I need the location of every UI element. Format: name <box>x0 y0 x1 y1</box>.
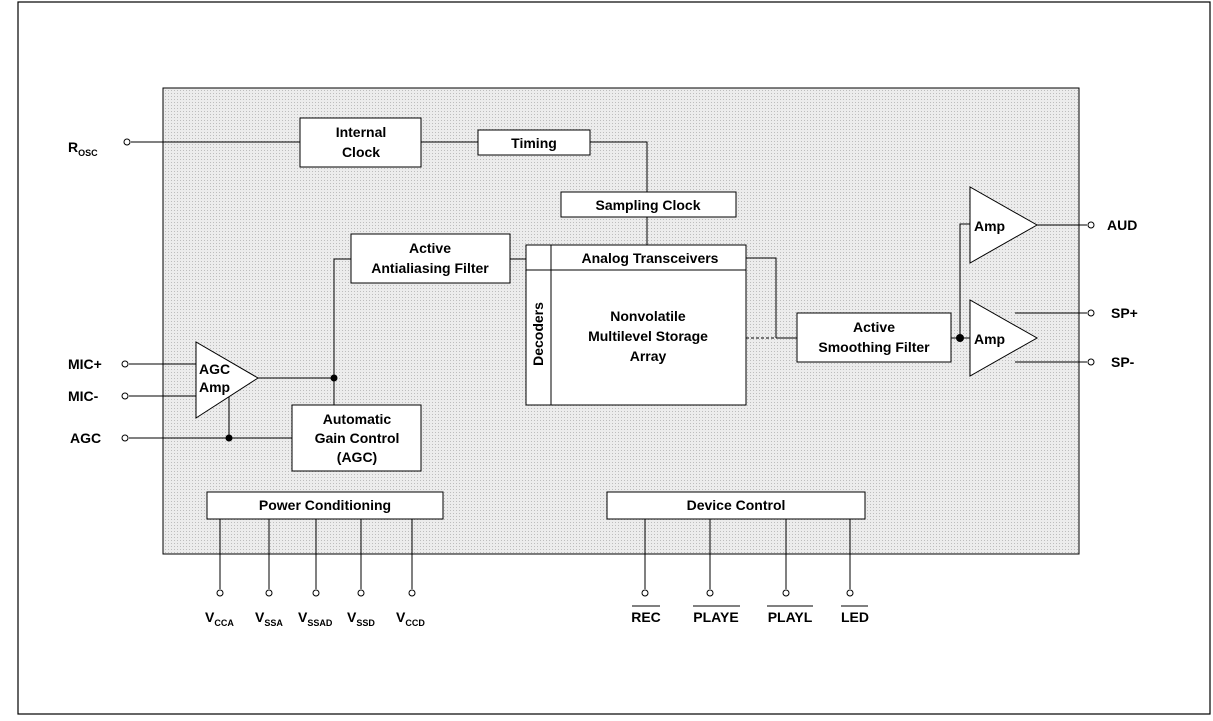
internal-clock-block <box>299 117 422 168</box>
aud-pin-label: AUD <box>1107 217 1137 233</box>
timing-block <box>477 129 591 156</box>
agc-block-label-2: Gain Control <box>315 430 400 446</box>
decoders-label: Decoders <box>530 302 546 366</box>
internal-clock-label-1: Internal <box>336 124 387 140</box>
smoothing-label-2: Smoothing Filter <box>818 339 930 355</box>
vccd-pin-label: VCCD <box>396 609 425 628</box>
smoothing-filter-block <box>796 312 952 363</box>
agc-block <box>291 404 422 472</box>
agc-block-label-3: (AGC) <box>337 449 377 465</box>
internal-clock-label-2: Clock <box>342 144 380 160</box>
power-conditioning-label: Power Conditioning <box>259 497 391 513</box>
antialiasing-label-1: Active <box>409 240 451 256</box>
playe-pin-label: PLAYE <box>693 609 738 625</box>
vssd-pin-label: VSSD <box>347 609 375 628</box>
power-conditioning-block <box>206 491 444 520</box>
sampling-clock-block <box>560 191 737 218</box>
storage-array-label-3: Array <box>630 348 667 364</box>
vcca-pin-label: VCCA <box>205 609 234 628</box>
sampling-clock-label: Sampling Clock <box>595 197 700 213</box>
amp-top-triangle <box>969 186 1039 264</box>
sp-plus-pin-label: SP+ <box>1111 305 1138 321</box>
agc-amp-label-1: AGC <box>199 361 230 377</box>
pin-circles <box>121 138 1095 597</box>
analog-transceivers-label: Analog Transceivers <box>582 250 719 266</box>
amp-top-label: Amp <box>974 218 1005 234</box>
device-control-block <box>606 491 866 520</box>
smoothing-label-1: Active <box>853 319 895 335</box>
playl-pin-label: PLAYL <box>768 609 813 625</box>
device-control-label: Device Control <box>687 497 786 513</box>
amp-bottom-label: Amp <box>974 331 1005 347</box>
storage-array-block <box>525 244 747 406</box>
storage-array-label-2: Multilevel Storage <box>588 328 708 344</box>
rosc-pin-label: ROSC <box>68 139 98 158</box>
amp-bottom-triangle <box>969 299 1039 377</box>
rec-pin-label: REC <box>631 609 661 625</box>
mic-plus-pin-label: MIC+ <box>68 356 102 372</box>
sp-minus-pin-label: SP- <box>1111 354 1135 370</box>
antialiasing-filter-block <box>350 233 511 284</box>
junctions <box>225 334 964 442</box>
timing-label: Timing <box>511 135 557 151</box>
wires <box>129 141 1087 589</box>
led-pin-label: LED <box>841 609 869 625</box>
storage-array-label-1: Nonvolatile <box>610 308 686 324</box>
vssad-pin-label: VSSAD <box>298 609 333 628</box>
vssa-pin-label: VSSA <box>255 609 283 628</box>
agc-amp-label-2: Amp <box>199 379 230 395</box>
agc-block-label-1: Automatic <box>323 411 392 427</box>
mic-minus-pin-label: MIC- <box>68 388 99 404</box>
antialiasing-label-2: Antialiasing Filter <box>371 260 489 276</box>
agc-pin-label: AGC <box>70 430 101 446</box>
agc-amp-triangle <box>195 341 259 419</box>
